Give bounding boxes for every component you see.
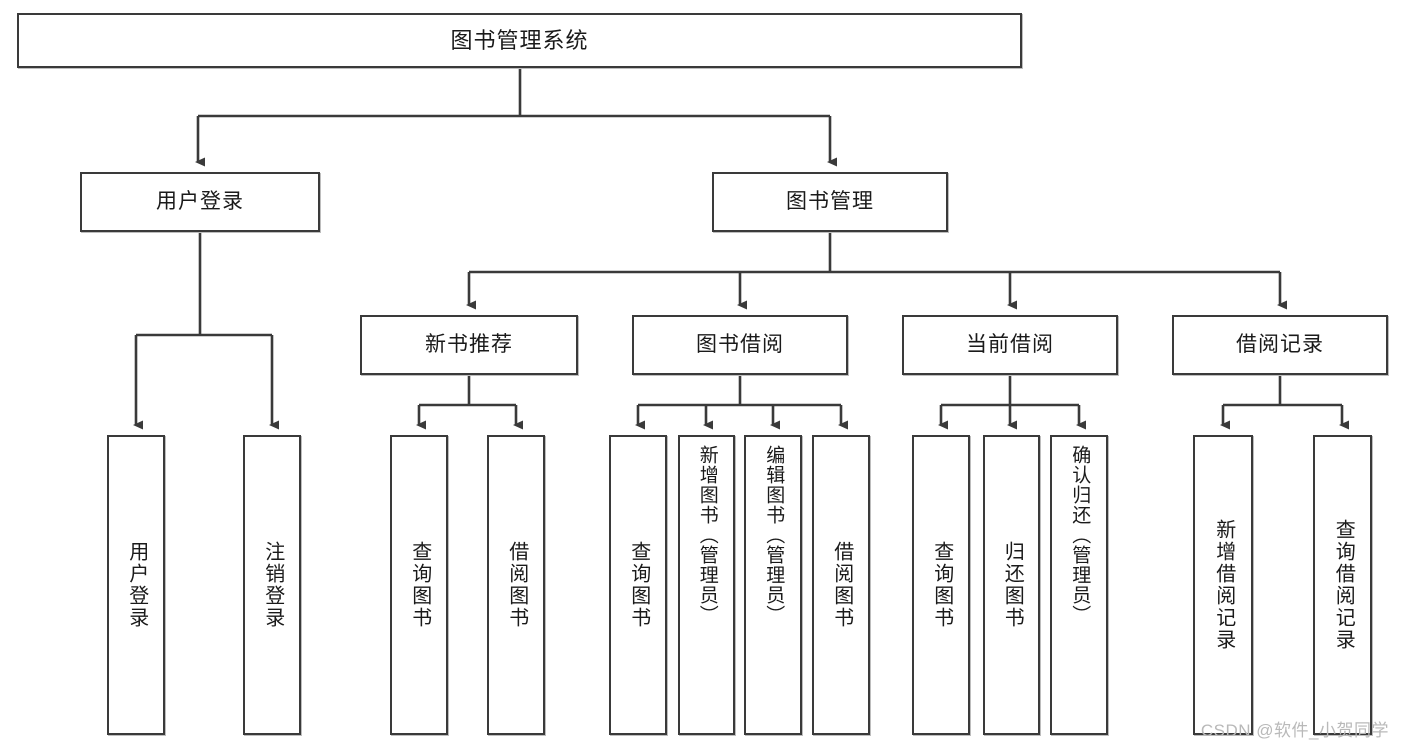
node-label: 借阅图书 (830, 541, 853, 629)
node-borrow-records[interactable]: 借阅记录 (1172, 315, 1388, 375)
node-leaf-query-book-1[interactable]: 查询图书 (390, 435, 448, 735)
node-root-system[interactable]: 图书管理系统 (17, 13, 1022, 68)
node-leaf-add-borrow-record[interactable]: 新增借阅记录 (1193, 435, 1253, 735)
node-label: 归还图书 (1001, 541, 1024, 629)
node-label: 查询借阅记录 (1332, 519, 1355, 651)
node-label: 注销登录 (261, 541, 284, 629)
node-label: 图书管理 (786, 189, 874, 213)
node-label: 当前借阅 (966, 332, 1054, 356)
node-user-login[interactable]: 用户登录 (80, 172, 320, 232)
node-label: 查询图书 (930, 541, 953, 629)
node-label: 图书管理系统 (450, 27, 589, 53)
node-leaf-query-borrow-record[interactable]: 查询借阅记录 (1313, 435, 1372, 735)
node-book-management[interactable]: 图书管理 (712, 172, 948, 232)
watermark: CSDN @软件_小贺同学 (1200, 721, 1389, 740)
node-leaf-query-book-3[interactable]: 查询图书 (912, 435, 970, 735)
node-leaf-query-book-2[interactable]: 查询图书 (609, 435, 667, 735)
node-label: 查询图书 (408, 541, 431, 629)
node-label: 确认归还（管理员） (1069, 445, 1091, 625)
node-label: 新增借阅记录 (1212, 519, 1235, 651)
node-leaf-borrow-book-1[interactable]: 借阅图书 (487, 435, 545, 735)
node-label: 编辑图书（管理员） (763, 445, 785, 625)
node-label: 新增图书（管理员） (696, 445, 718, 625)
node-leaf-logout[interactable]: 注销登录 (243, 435, 301, 735)
node-leaf-borrow-book-2[interactable]: 借阅图书 (812, 435, 870, 735)
node-new-book-recommendation[interactable]: 新书推荐 (360, 315, 578, 375)
node-label: 用户登录 (156, 189, 244, 213)
node-label: 借阅记录 (1236, 332, 1324, 356)
node-leaf-confirm-return-admin[interactable]: 确认归还（管理员） (1050, 435, 1108, 735)
node-current-borrowing[interactable]: 当前借阅 (902, 315, 1118, 375)
node-leaf-user-login[interactable]: 用户登录 (107, 435, 165, 735)
node-leaf-edit-book-admin[interactable]: 编辑图书（管理员） (744, 435, 802, 735)
node-leaf-add-book-admin[interactable]: 新增图书（管理员） (678, 435, 735, 735)
node-label: 图书借阅 (696, 332, 784, 356)
node-book-borrowing[interactable]: 图书借阅 (632, 315, 848, 375)
node-leaf-return-book[interactable]: 归还图书 (983, 435, 1040, 735)
node-label: 借阅图书 (505, 541, 528, 629)
node-label: 用户登录 (125, 541, 148, 629)
node-label: 查询图书 (627, 541, 650, 629)
node-label: 新书推荐 (425, 332, 513, 356)
